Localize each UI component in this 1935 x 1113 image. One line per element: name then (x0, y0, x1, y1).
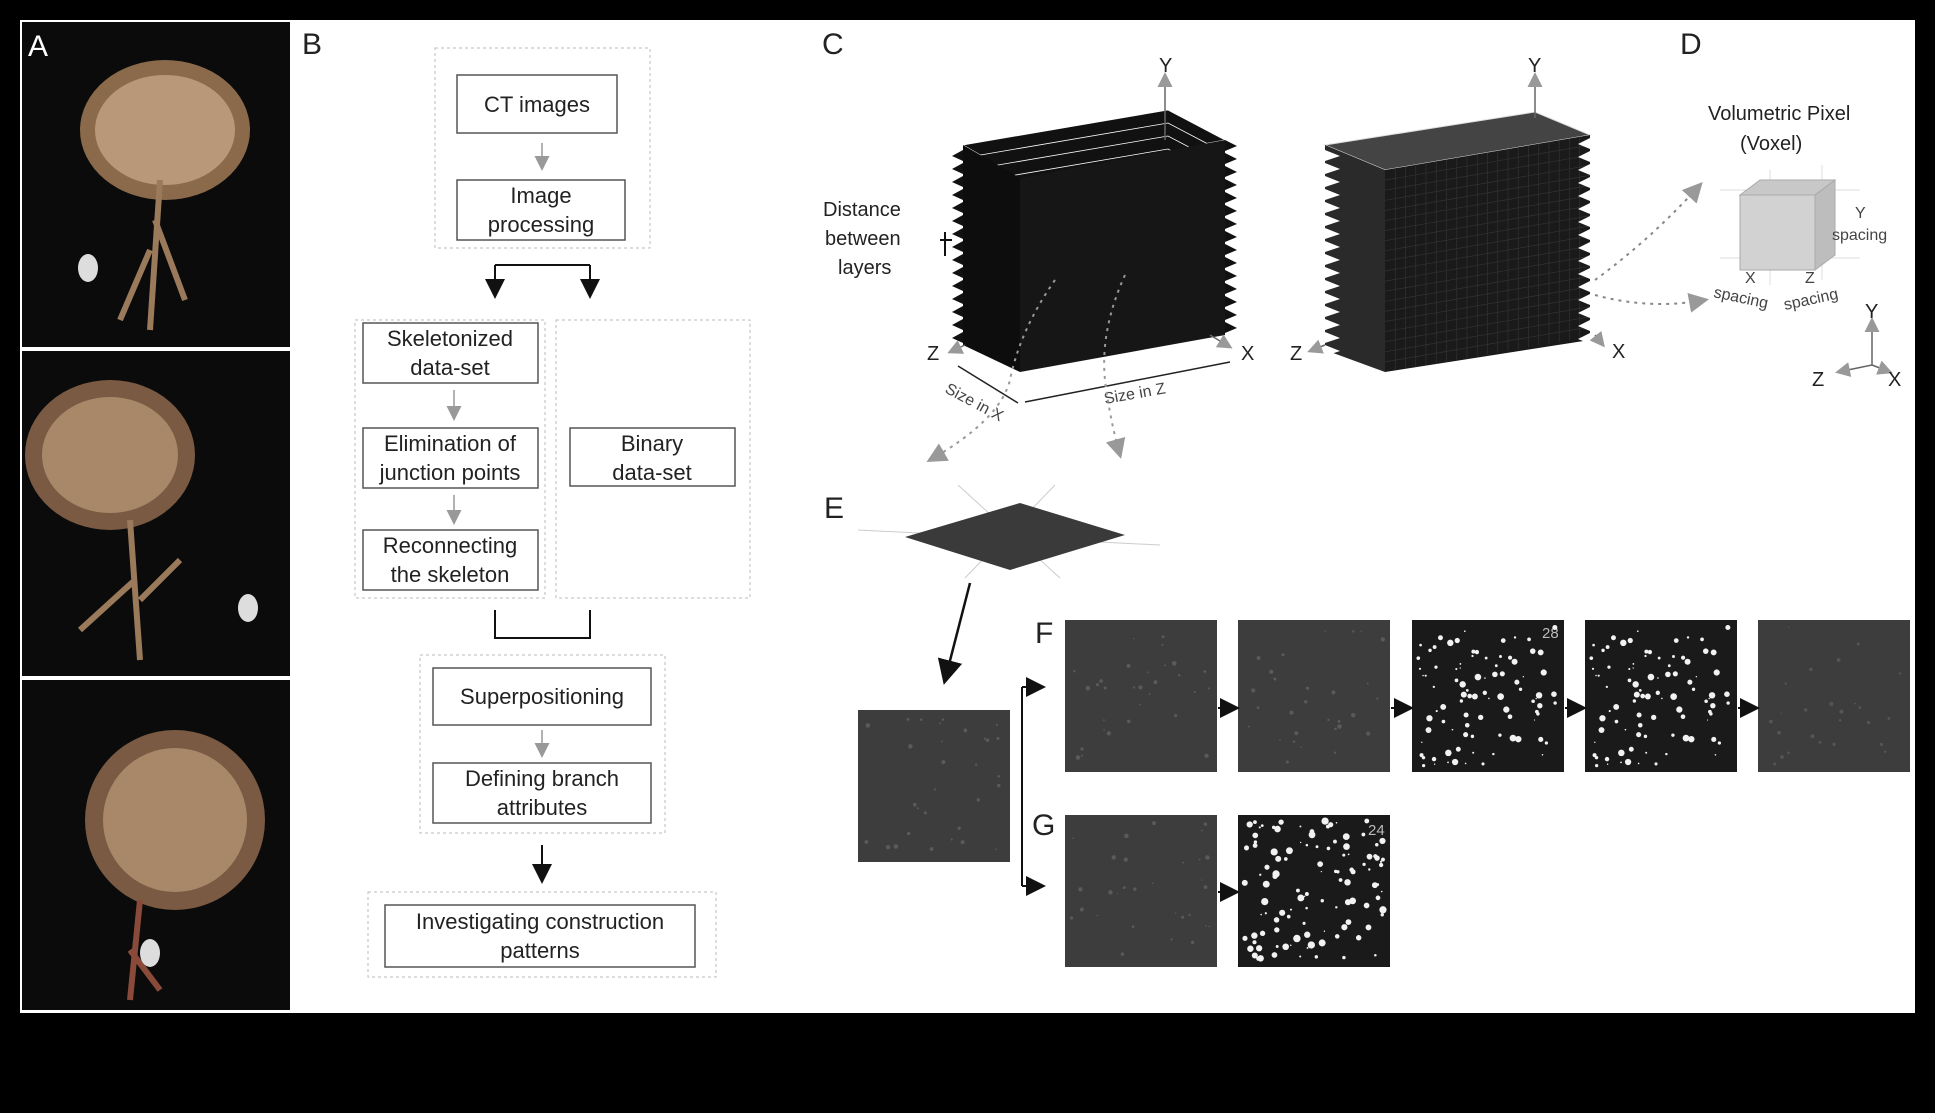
stack-axis-x: X (1241, 343, 1254, 365)
voxel-y-label: Y (1855, 205, 1866, 222)
voxel-title-1: Volumetric Pixel (1708, 103, 1850, 125)
voxel-cube (1720, 165, 1860, 285)
panel-label-d: D (1680, 28, 1702, 61)
panel-b: B CT images Image processing Skeletonize… (302, 28, 751, 978)
panel-label-g: G (1032, 809, 1055, 842)
box-defining-line1: Defining branch (465, 766, 619, 791)
box-skeletonized-line1: Skeletonized (387, 326, 513, 351)
panel-label-e: E (824, 492, 844, 525)
box-investigating-line2: patterns (500, 938, 580, 963)
group-investigating (367, 891, 717, 978)
volume-teeth (1325, 138, 1590, 356)
voxel-y-spacing: spacing (1832, 227, 1887, 244)
stack-axis-y: Y (1159, 55, 1172, 77)
panel-label-c: C (822, 28, 844, 61)
f-step-5 (1758, 620, 1910, 772)
volume-axis-z: Z (1290, 343, 1302, 365)
box-investigating-line1: Investigating construction (416, 909, 664, 934)
panel-label-b: B (302, 28, 322, 61)
volume-axis-x: X (1612, 341, 1625, 363)
box-superpositioning-text: Superpositioning (460, 684, 624, 709)
panel-g: G 24 (1032, 809, 1390, 967)
voxel-x-label: X (1745, 270, 1756, 287)
distance-label-3: layers (838, 257, 891, 279)
slice-image-source (858, 710, 1010, 862)
voxel-axis-z: Z (1812, 369, 1824, 391)
box-reconnecting (362, 529, 539, 591)
box-elimination-line1: Elimination of (384, 431, 517, 456)
panel-f: F 28 (1035, 617, 1910, 772)
stack-axis-z: Z (927, 343, 939, 365)
box-image-processing-line2: processing (488, 212, 594, 237)
group-input (434, 47, 651, 249)
box-defining-line2: attributes (497, 795, 588, 820)
box-skeletonized (362, 322, 539, 384)
g-count: 24 (1368, 822, 1385, 839)
box-investigating (384, 904, 696, 968)
box-elimination-line2: junction points (379, 460, 521, 485)
panel-a: A (22, 22, 290, 1010)
box-image-processing (456, 179, 626, 241)
group-superposition (419, 654, 666, 834)
box-reconnecting-line2: the skeleton (391, 562, 510, 587)
f-step-1 (1065, 620, 1217, 772)
panel-e: E (824, 484, 1161, 896)
box-binary (569, 427, 736, 487)
box-skeletonized-line2: data-set (410, 355, 490, 380)
g-step-1 (1065, 815, 1217, 967)
volume-axis-y: Y (1528, 55, 1541, 77)
box-image-processing-line1: Image (510, 183, 571, 208)
speck-layer (864, 624, 1902, 962)
box-binary-line2: data-set (612, 460, 692, 485)
panel-c: C Y Z X Distance between layers Size in … (822, 28, 1709, 462)
box-elimination (362, 427, 539, 489)
volume-block (1323, 111, 1592, 372)
panel-label-a: A (28, 30, 48, 63)
voxel-title-2: (Voxel) (1740, 133, 1802, 155)
voxel-axis-x: X (1888, 369, 1901, 391)
volume-grid (1384, 136, 1591, 371)
box-reconnecting-line1: Reconnecting (383, 533, 518, 558)
box-ct-images (456, 74, 618, 134)
panel-label-f: F (1035, 617, 1053, 650)
distance-label-2: between (825, 228, 901, 250)
box-superpositioning (432, 667, 652, 726)
box-defining (432, 762, 652, 824)
slice-plane (905, 503, 1125, 570)
slice-stack (952, 109, 1237, 372)
voxel-axis-y: Y (1865, 301, 1878, 323)
group-binary (555, 319, 751, 599)
voxel-z-label: Z (1805, 270, 1815, 287)
box-binary-line1: Binary (621, 431, 683, 456)
distance-label-1: Distance (823, 199, 901, 221)
f-step-2 (1238, 620, 1390, 772)
panel-d: D Volumetric Pixel (Voxel) Y spacing X s… (1680, 28, 1901, 391)
box-ct-images-text: CT images (484, 92, 590, 117)
g-step-2 (1238, 815, 1390, 967)
